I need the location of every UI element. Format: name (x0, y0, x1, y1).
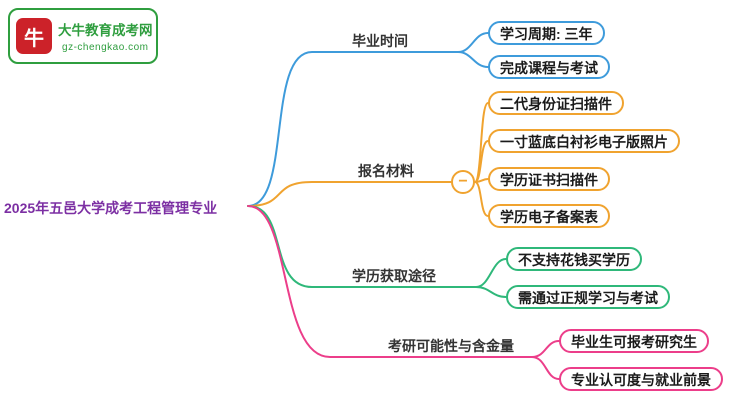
branch-label-graduation-time[interactable]: 毕业时间 (352, 33, 408, 49)
bull-logo-glyph: 牛 (24, 27, 44, 50)
collapse-toggle[interactable]: − (451, 170, 475, 194)
leaf-diploma-scan[interactable]: 学历证书扫描件 (488, 167, 610, 191)
leaf-complete-courses[interactable]: 完成课程与考试 (488, 55, 610, 79)
branch-label-application-materials[interactable]: 报名材料 (358, 163, 414, 179)
bull-logo-icon: 牛 (16, 18, 52, 54)
leaf-formal-study-required[interactable]: 需通过正规学习与考试 (506, 285, 670, 309)
leaf-record-form[interactable]: 学历电子备案表 (488, 204, 610, 228)
root-node[interactable]: 2025年五邑大学成考工程管理专业 (4, 200, 218, 216)
branch-pink-connectors (247, 205, 560, 380)
leaf-id-card-scan[interactable]: 二代身份证扫描件 (488, 91, 624, 115)
leaf-study-period[interactable]: 学习周期: 三年 (488, 21, 605, 45)
logo-subtitle: gz-chengkao.com (62, 42, 149, 53)
leaf-postgraduate-eligible[interactable]: 毕业生可报考研究生 (559, 329, 709, 353)
leaf-no-buying-degree[interactable]: 不支持花钱买学历 (506, 247, 642, 271)
branch-label-degree-path[interactable]: 学历获取途径 (352, 268, 436, 284)
branch-orange-connectors (247, 102, 489, 217)
site-logo: 牛 大牛教育成考网 gz-chengkao.com (8, 8, 158, 64)
logo-text-block: 大牛教育成考网 gz-chengkao.com (58, 19, 153, 53)
logo-title: 大牛教育成考网 (58, 23, 153, 38)
leaf-photo[interactable]: 一寸蓝底白衬衫电子版照片 (488, 129, 680, 153)
branch-blue-connectors (247, 32, 489, 207)
leaf-recognition-prospects[interactable]: 专业认可度与就业前景 (559, 367, 723, 391)
branch-label-postgraduate-value[interactable]: 考研可能性与含金量 (388, 338, 514, 354)
